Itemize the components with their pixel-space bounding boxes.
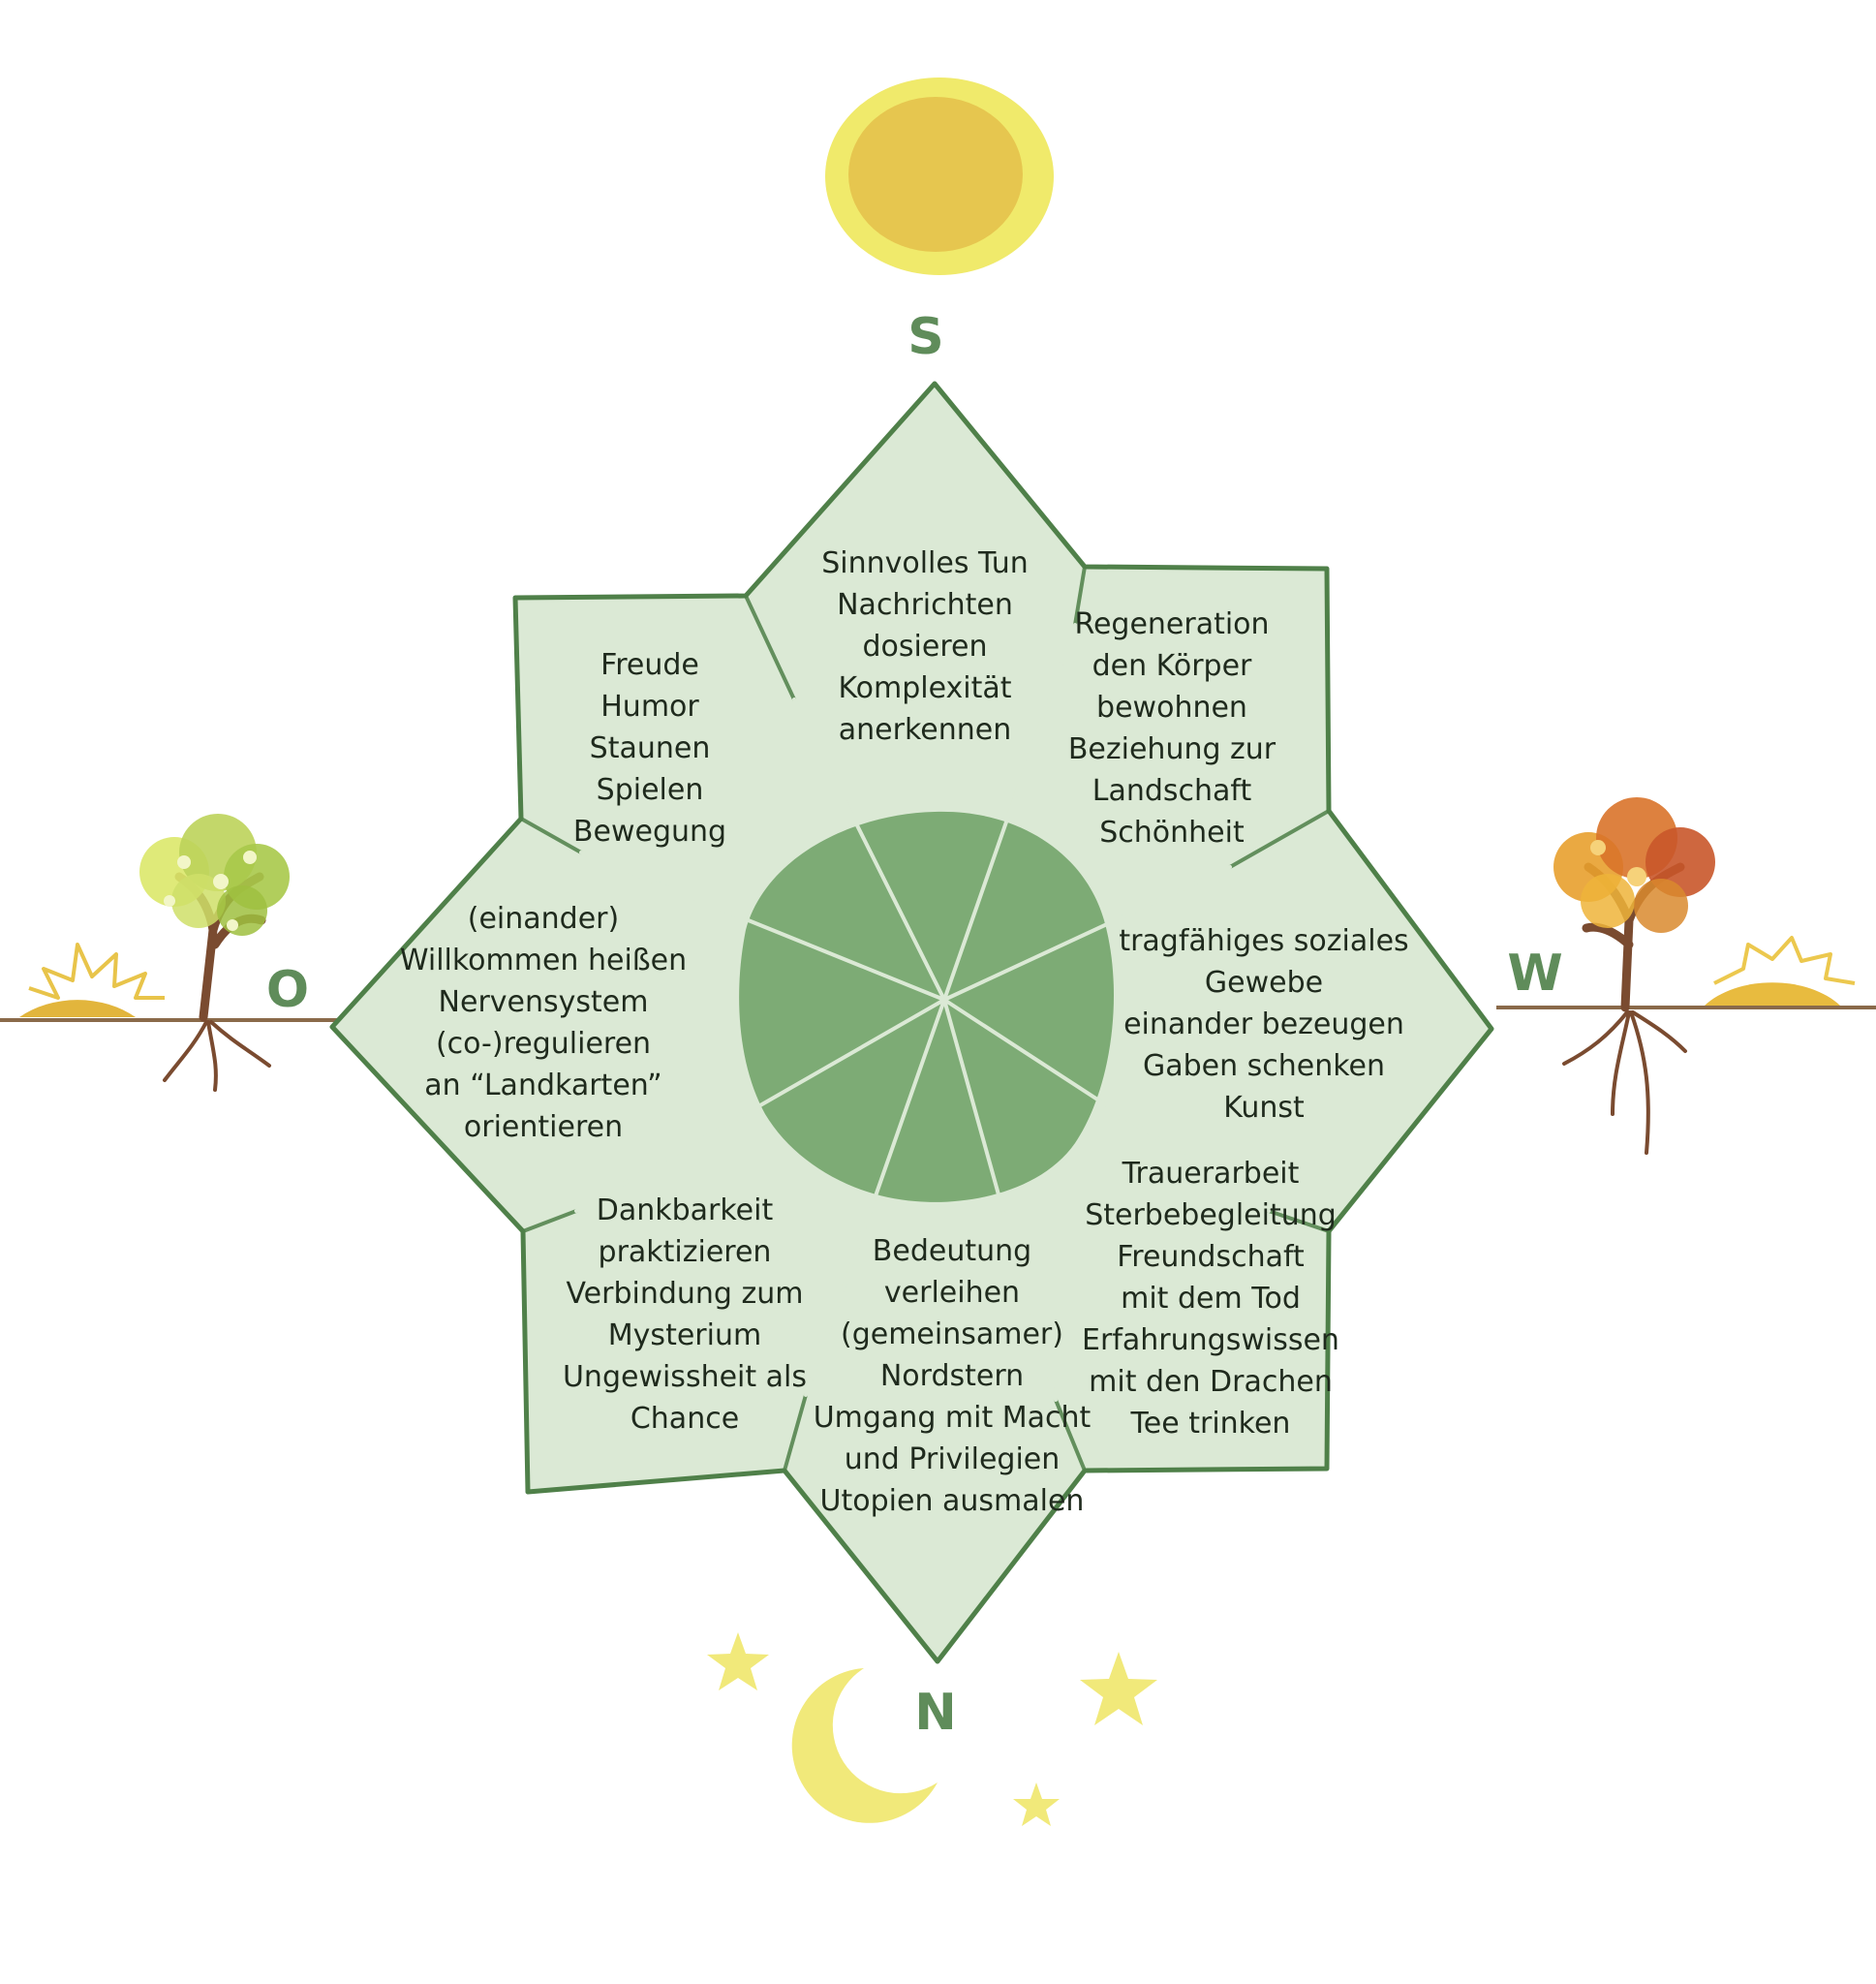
segment-line: Nachrichten xyxy=(837,588,1013,622)
segment-line: dosieren xyxy=(862,630,988,664)
segment-line: Humor xyxy=(600,690,699,724)
segment-line: einander bezeugen xyxy=(1123,1008,1404,1041)
direction-south-label: S xyxy=(907,308,944,366)
star-icon xyxy=(1013,1782,1060,1826)
segment-line: (co-)regulieren xyxy=(435,1027,652,1061)
segment-line: Mysterium xyxy=(607,1318,762,1352)
segment-line: praktizieren xyxy=(598,1235,772,1269)
segment-line: mit den Drachen xyxy=(1089,1365,1333,1399)
direction-west-label: W xyxy=(1507,945,1563,1003)
segment-line: und Privilegien xyxy=(844,1442,1061,1476)
segment-line: (einander) xyxy=(467,902,620,936)
radial-spokes xyxy=(574,623,1271,1402)
direction-north-label: N xyxy=(914,1684,957,1742)
segment-line: Beziehung zur xyxy=(1067,732,1276,766)
segment-line: Sterbebegleitung xyxy=(1085,1198,1337,1232)
segment-line: tragfähiges soziales xyxy=(1119,924,1409,958)
segment-line: Komplexität xyxy=(838,671,1012,705)
segment-line: mit dem Tod xyxy=(1121,1282,1301,1316)
segment-line: Verbindung zum xyxy=(566,1277,804,1311)
segment-line: Landschaft xyxy=(1092,774,1252,808)
segment-text-north: Bedeutung verleihen (gemeinsamer) Nordstern… xyxy=(814,1230,1092,1522)
star-icons xyxy=(707,1632,1157,1826)
segment-line: orientieren xyxy=(463,1110,624,1144)
star-icon xyxy=(1080,1652,1157,1725)
segment-line: Sinnvolles Tun xyxy=(821,546,1029,580)
segment-line: Erfahrungswissen xyxy=(1082,1323,1339,1357)
segment-line: (gemeinsamer) xyxy=(841,1318,1063,1351)
segment-line: Chance xyxy=(630,1402,740,1436)
segment-line: Nervensystem xyxy=(438,985,649,1019)
spring-tree-icon xyxy=(139,814,290,1092)
segment-line: Gewebe xyxy=(1204,966,1324,1000)
rising-sun-icon-right xyxy=(1705,936,1856,1006)
segment-line: bewohnen xyxy=(1096,691,1247,725)
segment-line: Freude xyxy=(600,648,699,682)
center-disk xyxy=(739,811,1114,1202)
segment-line: Gaben schenken xyxy=(1142,1049,1386,1083)
rising-sun-icon xyxy=(19,943,165,1017)
segment-line: den Körper xyxy=(1092,649,1252,683)
star-icon xyxy=(707,1632,769,1690)
segment-line: Kunst xyxy=(1223,1091,1305,1125)
segment-line: Bewegung xyxy=(572,815,727,849)
segment-line: Staunen xyxy=(589,731,711,765)
segment-line: Tee trinken xyxy=(1130,1407,1291,1441)
horizon-lines xyxy=(0,1006,1876,1022)
segment-line: verleihen xyxy=(883,1276,1021,1310)
segment-line: Umgang mit Macht xyxy=(813,1401,1092,1435)
autumn-tree-icon xyxy=(1553,797,1715,1155)
sun-icon xyxy=(825,78,1054,275)
segment-line: Willkommen heißen xyxy=(399,944,688,977)
segment-line: Ungewissheit als xyxy=(562,1360,808,1394)
segment-line: Trauerarbeit xyxy=(1122,1157,1300,1191)
segment-line: Regeneration xyxy=(1074,607,1270,641)
segment-line: Freundschaft xyxy=(1117,1240,1305,1274)
segment-line: Schönheit xyxy=(1099,816,1245,850)
segment-line: Bedeutung xyxy=(872,1234,1032,1268)
segment-line: Utopien ausmalen xyxy=(819,1484,1085,1518)
segment-line: anerkennen xyxy=(838,713,1012,747)
moon-icon xyxy=(791,1668,938,1823)
direction-east-label: O xyxy=(265,961,310,1019)
segment-line: an “Landkarten” xyxy=(424,1069,662,1102)
segment-line: Dankbarkeit xyxy=(596,1194,774,1227)
segment-line: Nordstern xyxy=(879,1359,1025,1393)
segment-line: Spielen xyxy=(596,773,704,807)
